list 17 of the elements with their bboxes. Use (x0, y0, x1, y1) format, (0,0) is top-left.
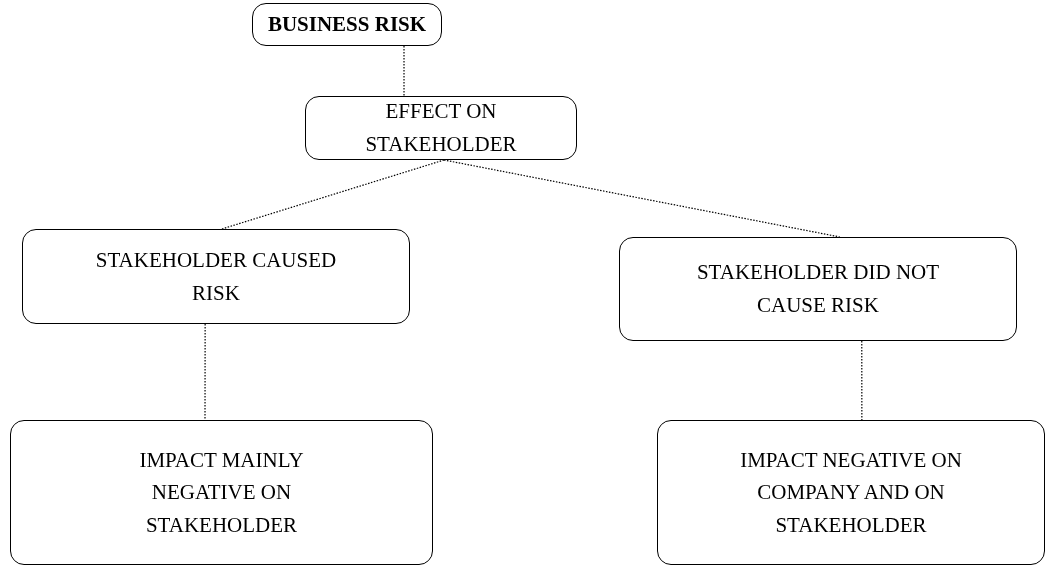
dotted-connector (443, 159, 841, 238)
rounded-box (657, 420, 1045, 565)
box-label: STAKEHOLDER CAUSED RISK (94, 246, 338, 307)
dotted-connector (861, 340, 863, 421)
rounded-box (305, 96, 577, 160)
box-label: BUSINESS RISK (267, 11, 427, 39)
box-label: IMPACT MAINLY NEGATIVE ON STAKEHOLDER (138, 446, 305, 539)
box-label: STAKEHOLDER DID NOT CAUSE RISK (695, 259, 941, 319)
dotted-connector (221, 159, 445, 230)
rounded-box (252, 3, 442, 46)
rounded-box (22, 229, 410, 324)
box-label: IMPACT NEGATIVE ON COMPANY AND ON STAKEHOLDER (739, 446, 963, 539)
rounded-box (619, 237, 1017, 341)
box-label: EFFECT ON STAKEHOLDER (364, 98, 518, 158)
dotted-connector (403, 45, 405, 97)
rounded-box (10, 420, 433, 565)
dotted-connector (204, 323, 206, 421)
